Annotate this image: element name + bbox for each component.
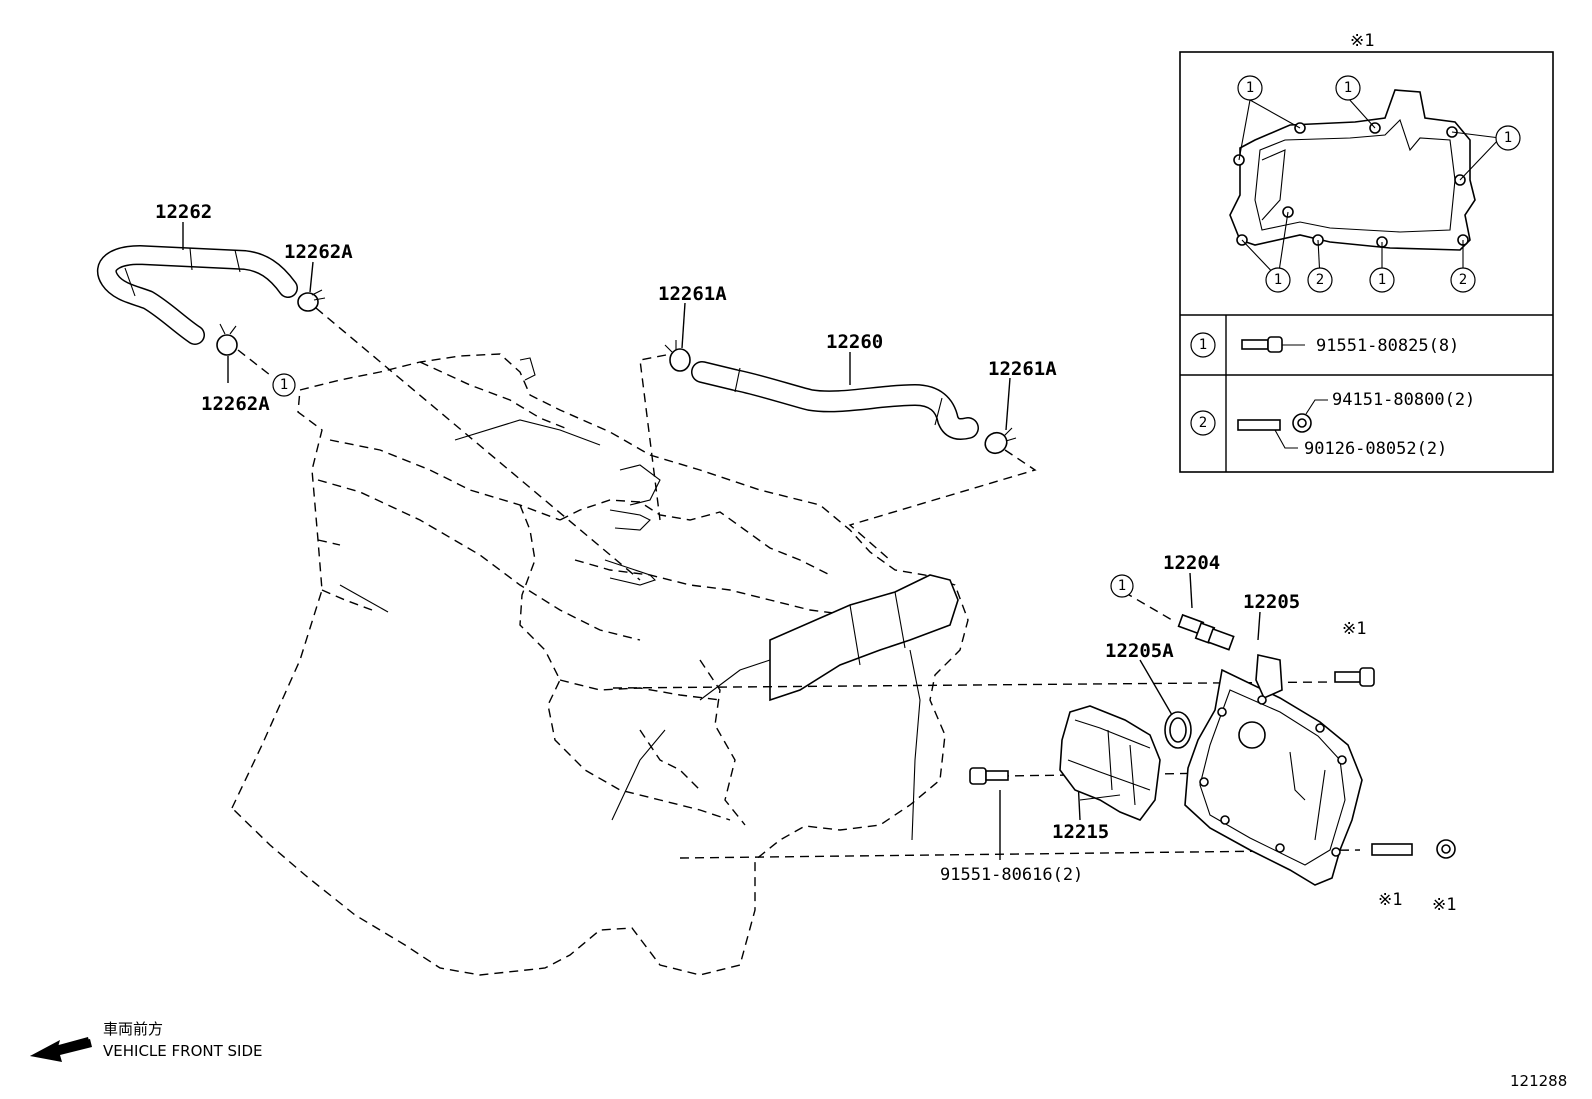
callout-12262A-bottom: 12262A [201, 393, 270, 415]
gasket-mark-7: 2 [1450, 267, 1476, 293]
refmark-stud-right: ※1 [1378, 890, 1402, 910]
gasket-mark-5: 2 [1307, 267, 1333, 293]
gasket-mark-4: 1 [1265, 267, 1291, 293]
callout-12261A-right: 12261A [988, 358, 1057, 380]
callout-12205: 12205 [1243, 591, 1300, 613]
gasket-mark-6: 1 [1369, 267, 1395, 293]
sensor-12204[interactable] [1177, 613, 1235, 651]
engine-outline [231, 353, 969, 976]
svg-text:1: 1 [1118, 578, 1126, 594]
legend-row-1: 1 91551-80825(8) [1190, 332, 1459, 358]
inset-header-mark: ※1 [1350, 31, 1374, 51]
legend-row-2: 2 94151-80800(2) 90126-08052(2) [1190, 390, 1475, 459]
callout-12262: 12262 [155, 201, 212, 223]
refmark-bolt-right: ※1 [1342, 619, 1366, 639]
clamp-12262A-bottom[interactable] [216, 323, 238, 356]
seal-12205A[interactable] [1164, 711, 1192, 749]
bolt-91551-80616[interactable] [969, 767, 1009, 785]
direction-jp: 車両前方 [103, 1020, 163, 1038]
svg-text:1: 1 [1504, 130, 1512, 146]
figure-number: 121288 [1510, 1072, 1567, 1090]
legend-part-94151-80800: 94151-80800(2) [1332, 390, 1475, 410]
inset-box: ※1 1 [1179, 31, 1554, 473]
stud-right[interactable] [1371, 843, 1413, 856]
callout-12204: 12204 [1163, 552, 1220, 574]
hose-12262[interactable] [96, 244, 298, 345]
callout-12261A-left: 12261A [658, 283, 727, 305]
hose-12260[interactable] [691, 361, 979, 440]
gasket-mark-2: 1 [1335, 75, 1361, 101]
clamp-12261A-right[interactable] [981, 427, 1017, 457]
callout-12215: 12215 [1052, 821, 1109, 843]
svg-text:2: 2 [1459, 272, 1467, 288]
refmark-nut-right: ※1 [1432, 895, 1456, 915]
callout-12262A-top: 12262A [284, 241, 353, 263]
gasket-mark-1: 1 [1237, 75, 1263, 101]
legend-part-90126-08052: 90126-08052(2) [1304, 439, 1447, 459]
svg-text:1: 1 [280, 377, 288, 393]
legend-part-91551-80825: 91551-80825(8) [1316, 336, 1459, 356]
callout-12205A: 12205A [1105, 640, 1174, 662]
svg-text:1: 1 [1344, 80, 1352, 96]
clamp-ref-mark: 1 [272, 373, 296, 397]
clamp-12261A-left[interactable] [664, 340, 691, 372]
svg-text:2: 2 [1199, 415, 1207, 431]
svg-text:2: 2 [1316, 272, 1324, 288]
vehicle-front-arrow-icon [30, 1037, 92, 1062]
svg-text:1: 1 [1274, 272, 1282, 288]
svg-text:1: 1 [1199, 337, 1207, 353]
separator-12215[interactable] [1059, 705, 1161, 821]
gasket-mark-3: 1 [1495, 125, 1521, 151]
svg-text:1: 1 [1246, 80, 1254, 96]
bolt-right[interactable] [1334, 667, 1375, 687]
sensor-ref-mark: 1 [1110, 574, 1134, 598]
callout-12260: 12260 [826, 331, 883, 353]
callout-91551-80616: 91551-80616(2) [940, 865, 1083, 885]
svg-text:1: 1 [1378, 272, 1386, 288]
clamp-12262A-top[interactable] [297, 289, 326, 312]
cover-12205[interactable] [1184, 654, 1363, 886]
nut-right[interactable] [1436, 839, 1456, 859]
direction-en: VEHICLE FRONT SIDE [103, 1042, 263, 1060]
